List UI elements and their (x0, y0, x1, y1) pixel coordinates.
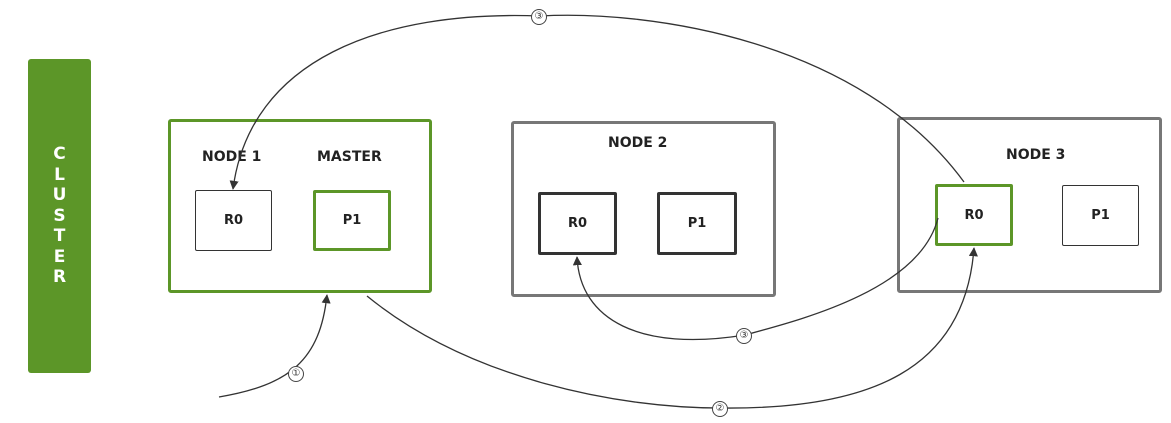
node-3-shard-p1: P1 (1062, 185, 1139, 246)
cluster-letter: U (52, 185, 67, 206)
node-3-title: NODE 3 (1006, 147, 1066, 163)
step-marker-3-top: ③ (531, 9, 547, 25)
cluster-letter: L (54, 164, 65, 185)
cluster-letter: T (53, 226, 66, 247)
node-1-shard-p1: P1 (313, 190, 391, 251)
cluster-letter: E (53, 246, 66, 267)
arrow-step-2 (366, 247, 978, 409)
arrow-step-1 (218, 294, 331, 398)
node-2-title: NODE 2 (608, 135, 668, 151)
cluster-letter: R (52, 267, 67, 288)
cluster-banner: C L U S T E R (28, 59, 91, 373)
node-1-shard-r0: R0 (195, 190, 272, 251)
step-marker-2: ② (712, 401, 728, 417)
step-marker-3-bottom: ③ (736, 328, 752, 344)
cluster-letter: S (53, 205, 66, 226)
node-1-role: MASTER (317, 149, 382, 165)
arrow-step-3-bottom (572, 217, 939, 341)
cluster-letter: C (53, 144, 66, 165)
step-marker-1: ① (288, 366, 304, 382)
node-1-title: NODE 1 (202, 149, 262, 165)
node-3-shard-r0: R0 (935, 184, 1013, 246)
node-2-shard-r0: R0 (538, 192, 617, 255)
node-2-shard-p1: P1 (657, 192, 737, 255)
arrow-step-3-top (229, 14, 965, 190)
